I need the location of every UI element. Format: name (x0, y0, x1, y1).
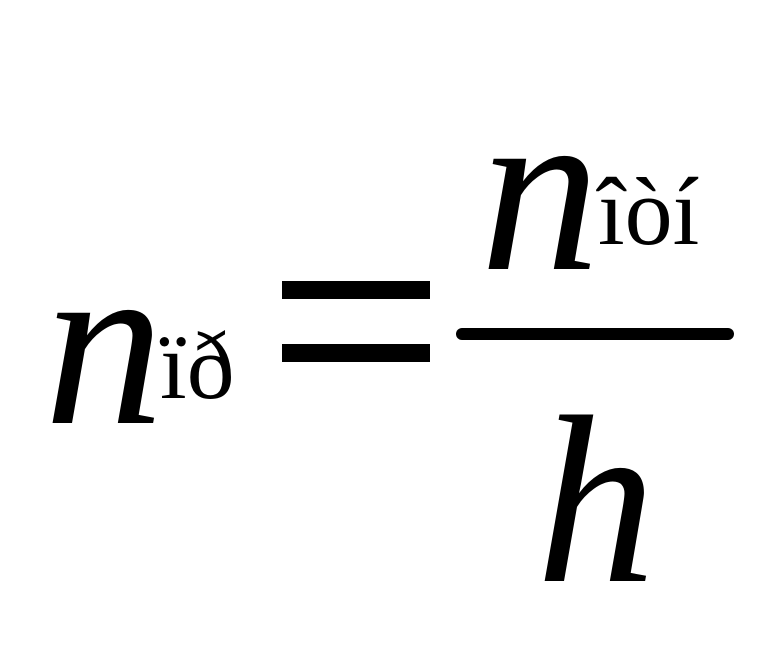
equals-bottom-bar (282, 344, 430, 362)
numerator-variable: n (480, 55, 600, 321)
numerator-subscript: îòí (598, 158, 700, 265)
lhs-subscript: ïð (160, 312, 235, 419)
lhs-variable: n (44, 209, 164, 475)
denominator-variable: h (536, 367, 656, 633)
equals-top-bar (282, 281, 430, 299)
fraction-bar (456, 328, 734, 340)
